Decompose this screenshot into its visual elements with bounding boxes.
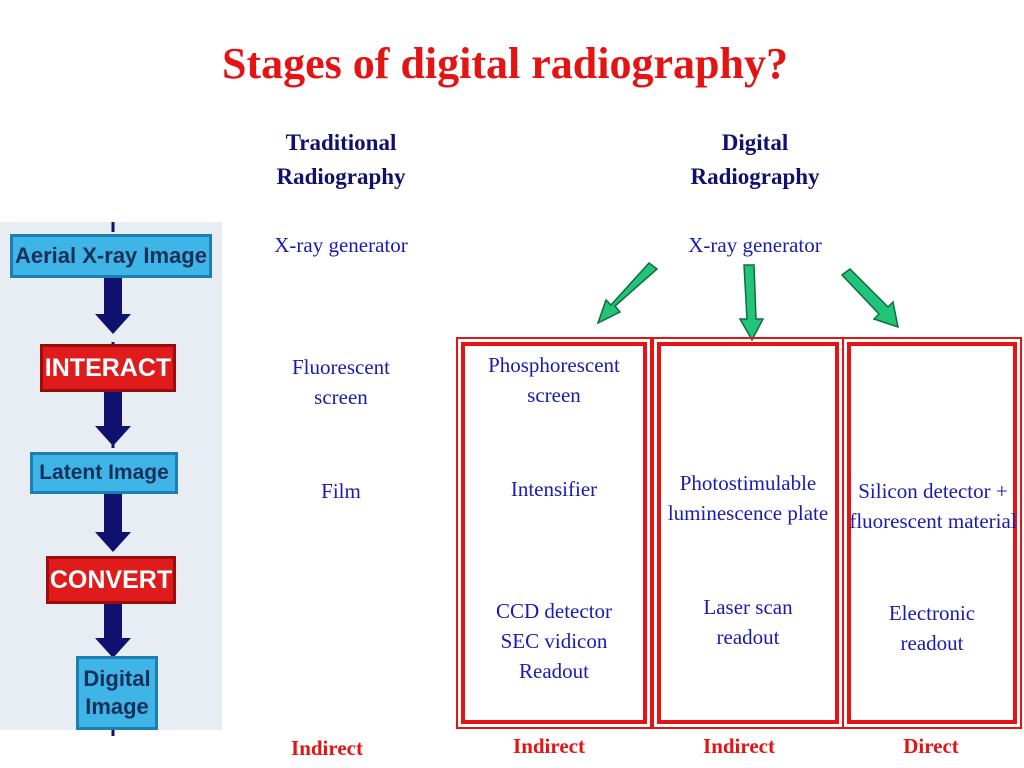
- flow-arrow-3: [95, 494, 131, 552]
- page-title: Stages of digital radiography?: [222, 39, 788, 88]
- digital-col3-box: [847, 342, 1017, 724]
- green-arrows: [596, 261, 899, 342]
- digital-col2-type: Indirect: [703, 734, 775, 758]
- digital-image-box: Digital Image: [76, 656, 158, 730]
- traditional-film: Film: [321, 479, 361, 503]
- silicon-detector: Silicon detector + fluorescent material: [849, 479, 1017, 533]
- traditional-generator: X-ray generator: [274, 233, 408, 257]
- ccd-readout: CCD detector SEC vidicon Readout: [495, 599, 613, 683]
- digital-col3-type: Direct: [903, 734, 959, 758]
- flow-arrow-2: [95, 392, 131, 446]
- flow-arrow-4: [95, 604, 131, 658]
- green-arrow-left: [596, 261, 659, 325]
- phosphorescent-screen: Phosphorescent screen: [488, 353, 620, 407]
- digital-col1-type: Indirect: [513, 734, 585, 758]
- digital-heading: Digital Radiography: [690, 130, 820, 189]
- traditional-screen: Fluorescent screen: [292, 355, 390, 409]
- digital-generator: X-ray generator: [688, 233, 822, 257]
- convert-box: CONVERT: [46, 556, 176, 604]
- green-arrow-middle: [738, 264, 765, 342]
- intensifier: Intensifier: [510, 477, 598, 501]
- green-arrow-right: [840, 268, 899, 329]
- digital-col1-box: [461, 342, 647, 724]
- digital-col1-outer: [456, 337, 652, 729]
- photostimulable-plate: Photostimulable luminescence plate: [667, 471, 829, 525]
- aerial-xray-image-box: Aerial X-ray Image: [10, 234, 212, 278]
- interact-box: INTERACT: [40, 344, 176, 392]
- latent-image-box: Latent Image: [30, 452, 178, 494]
- digital-col2-box: [657, 342, 839, 724]
- electronic-readout: Electronic readout: [888, 601, 976, 655]
- flowchart-arrows: [95, 222, 131, 738]
- flow-arrow-1: [95, 276, 131, 334]
- digital-col3-outer: [842, 337, 1022, 729]
- laser-readout: Laser scan readout: [703, 595, 793, 649]
- traditional-heading: Traditional Radiography: [276, 130, 406, 189]
- traditional-type: Indirect: [291, 736, 363, 760]
